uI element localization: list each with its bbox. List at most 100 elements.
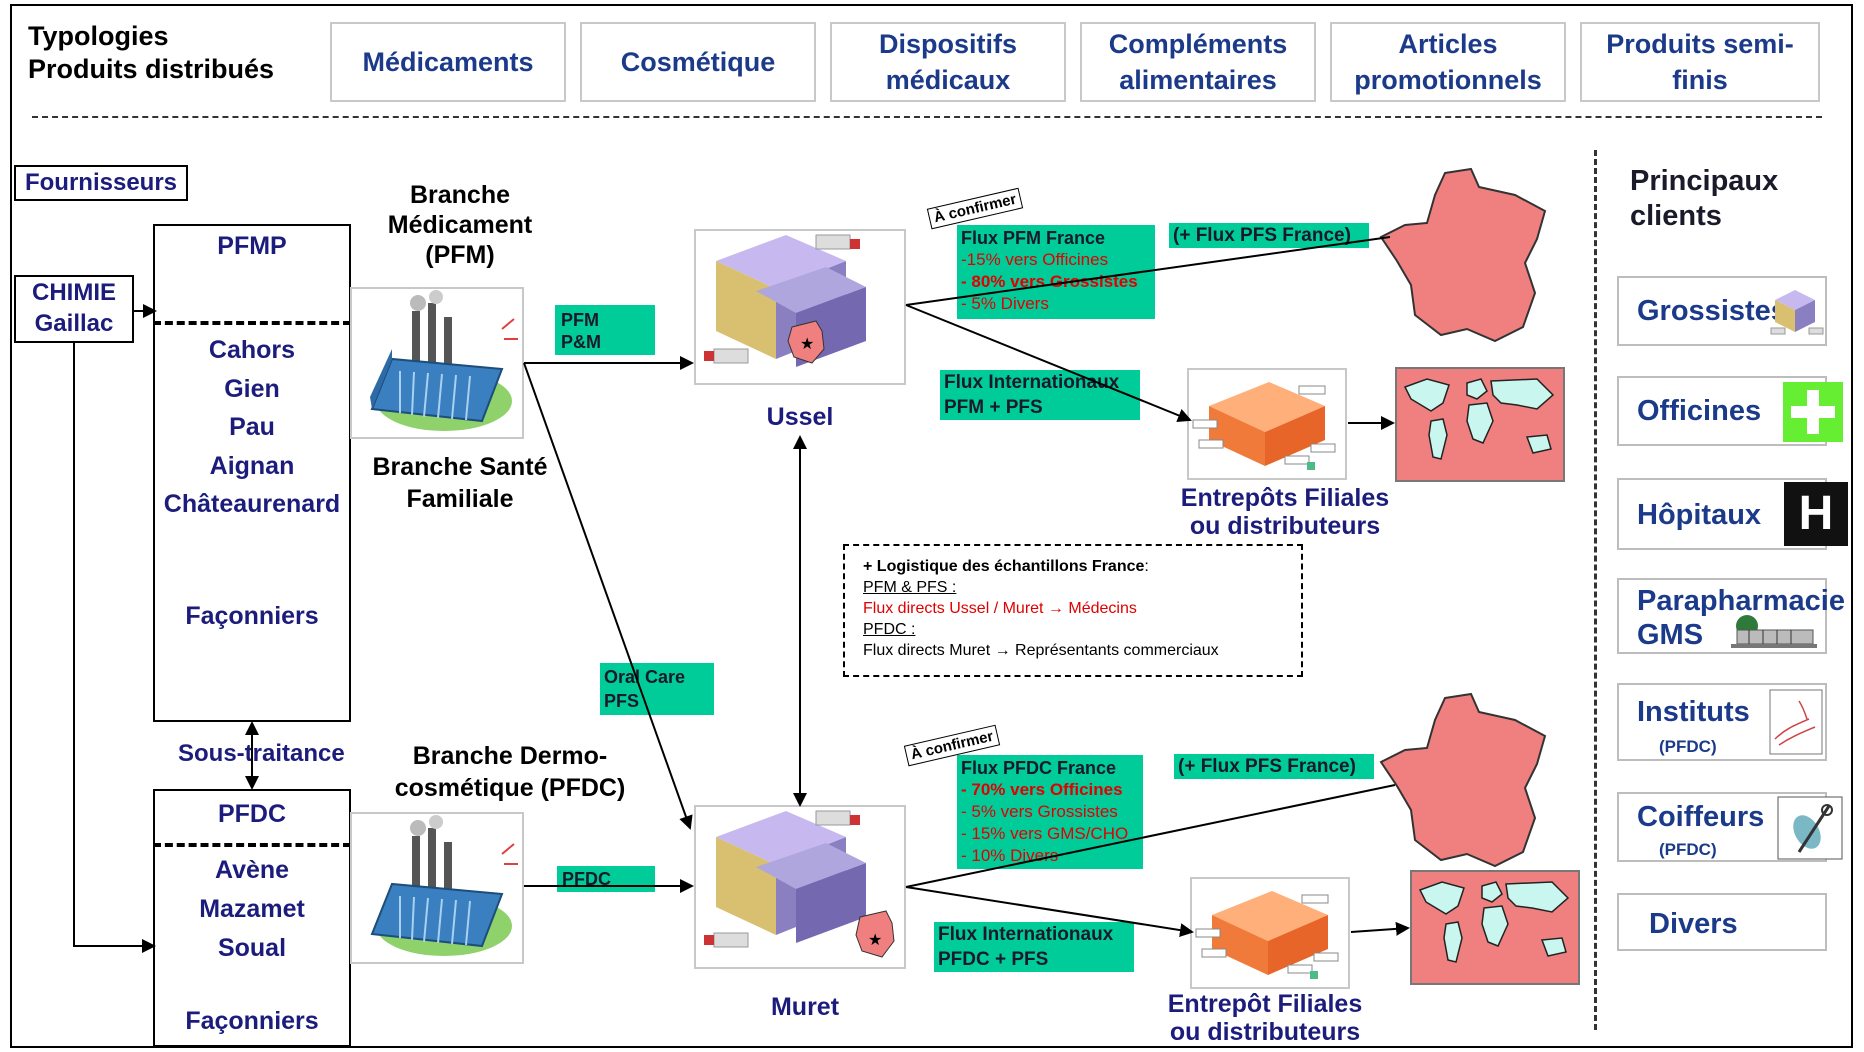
world-map-top-icon <box>1403 378 1555 460</box>
client-grossistes-label: Grossistes <box>1637 295 1787 327</box>
svg-text:★: ★ <box>800 336 814 353</box>
typologies-title-line2: Produits distribués <box>28 54 275 84</box>
ussel-france-line1: -15% vers Officines <box>961 250 1109 269</box>
arrow-muret-to-entrepot <box>905 886 1194 938</box>
ussel-flux-pfs-france: (+ Flux PFS France) <box>1169 223 1369 248</box>
tag-pfm-pm: PFM P&M <box>555 305 655 355</box>
muret-intl-line1: Flux Internationaux <box>938 924 1114 945</box>
hairdresser-tools-icon <box>1777 796 1843 860</box>
world-map-bottom-icon <box>1418 881 1570 963</box>
site-pau: Pau <box>229 413 275 441</box>
entrepot-filiales-label-bottom: Entrepôt Filiales ou distributeurs <box>1125 990 1405 1046</box>
muret-label: Muret <box>770 993 840 1021</box>
client-officines: Officines <box>1617 376 1843 446</box>
ussel-france-line2: - 80% vers Grossistes <box>961 272 1138 291</box>
client-divers: Divers <box>1617 893 1827 951</box>
client-hopitaux-label: Hôpitaux <box>1637 499 1762 531</box>
factory-pfm-icon <box>370 290 518 431</box>
chimie-gaillac-box: CHIMIE Gaillac <box>14 275 134 343</box>
entrepots-filiales-image-top <box>1187 368 1347 480</box>
category-articles-promotionnels: Articles promotionnels <box>1330 22 1566 102</box>
samples-pfm-pfs-text: Flux directs Ussel / Muret → Médecins <box>863 600 1137 617</box>
arrow-ussel-to-entrepots <box>905 304 1192 422</box>
branche-medicament-line1: Branche <box>409 181 511 209</box>
line-ussel-to-france <box>905 236 1391 306</box>
site-aignan: Aignan <box>209 451 295 480</box>
entrepot-bottom-line2: ou distributeurs <box>1169 1018 1361 1046</box>
branche-dermo-line2: cosmétique (PFDC) <box>394 774 626 802</box>
clients-divider <box>1594 150 1597 1030</box>
world-map-bottom <box>1410 870 1580 985</box>
muret-france-line3: - 15% vers GMS/CHO <box>961 824 1129 843</box>
site-soual: Soual <box>217 934 287 962</box>
clients-title-line2: clients <box>1630 200 1722 232</box>
factory-pfdc-icon <box>370 815 518 956</box>
tag-pfm-line1: PFM <box>561 310 599 330</box>
ussel-france-line3: - 5% Divers <box>961 294 1049 313</box>
chimie-label: CHIMIE <box>32 279 116 306</box>
entrepot-top-icon <box>1192 382 1336 470</box>
pfdc-separator <box>153 843 351 847</box>
line-muret-to-france <box>905 784 1396 888</box>
tag-oral-care: Oral Care PFS <box>600 663 714 715</box>
branche-dermo-line1: Branche Dermo- <box>412 742 608 770</box>
site-avene: Avène <box>214 856 290 884</box>
branche-medicament-label: Branche Médicament (PFM) <box>340 180 580 270</box>
hospital-h-icon: H <box>1784 482 1848 546</box>
manicure-hands-icon <box>1769 689 1823 755</box>
tag-oral-care-line1: Oral Care <box>604 667 686 687</box>
outer-frame <box>10 4 1853 1048</box>
samples-colon: : <box>1144 558 1149 575</box>
faconniers-label-top: Façonniers <box>185 602 319 630</box>
ussel-flux-internationaux: Flux Internationaux PFM + PFS <box>940 370 1140 420</box>
branche-medicament-line2: Médicament <box>387 211 533 239</box>
pfmp-separator <box>153 321 351 325</box>
header-divider <box>32 116 1822 118</box>
typologies-title-line1: Typologies <box>28 21 169 51</box>
client-instituts: Instituts (PFDC) <box>1617 683 1827 761</box>
ussel-france-title: Flux PFM France <box>961 228 1106 248</box>
category-cosmetique: Cosmétique <box>580 22 816 102</box>
samples-pfdc-text: Flux directs Muret → Représentants comme… <box>863 642 1219 659</box>
ussel-warehouse-icon: ★ <box>704 234 866 367</box>
category-produits-semi-finis: Produits semi-finis <box>1580 22 1820 102</box>
world-map-top <box>1395 367 1565 482</box>
faconniers-label-bottom: Façonniers <box>185 1007 319 1035</box>
tag-oral-care-line2: PFS <box>604 691 640 711</box>
entrepots-filiales-label-top: Entrepôts Filiales ou distributeurs <box>1165 484 1405 540</box>
typologies-title: Typologies Produits distribués <box>28 20 274 86</box>
factory-pfdc-image <box>350 812 524 964</box>
clients-title-line1: Principaux <box>1630 165 1779 197</box>
site-gien: Gien <box>224 374 280 403</box>
muret-flux-pfs-france: (+ Flux PFS France) <box>1174 754 1374 779</box>
entrepot-filiales-image-bottom <box>1190 877 1350 989</box>
branche-dermo-label: Branche Dermo- cosmétique (PFDC) <box>380 740 640 804</box>
client-coiffeurs-label: Coiffeurs <box>1637 801 1765 833</box>
arrow-chimie-to-pfdc <box>73 343 156 953</box>
pharmacy-cross-icon <box>1783 382 1843 442</box>
pfdc-sites: Avène Mazamet Soual <box>153 851 351 968</box>
client-coiffeurs: Coiffeurs (PFDC) <box>1617 792 1843 862</box>
client-grossistes: Grossistes <box>1617 276 1827 346</box>
principaux-clients-title: Principaux clients <box>1630 164 1778 234</box>
ussel-warehouse-image: ★ <box>694 229 906 385</box>
factory-pfm-image <box>350 287 524 439</box>
branche-sante-line1: Branche Santé <box>372 453 548 481</box>
samples-pfm-pfs: PFM & PFS : <box>863 579 957 596</box>
pfmp-sites: Cahors Gien Pau Aignan Châteaurenard <box>153 331 351 524</box>
category-medicaments: Médicaments <box>330 22 566 102</box>
muret-france-title: Flux PFDC France <box>961 758 1117 778</box>
muret-france-line2: - 5% vers Grossistes <box>961 802 1118 821</box>
svg-text:★: ★ <box>868 932 882 949</box>
ussel-intl-line1: Flux Internationaux <box>944 372 1120 393</box>
samples-title: + Logistique des échantillons France <box>863 558 1145 575</box>
client-instituts-sub: (PFDC) <box>1659 737 1717 756</box>
pfmp-label: PFMP <box>217 232 287 260</box>
entrepots-top-line2: ou distributeurs <box>1189 512 1381 540</box>
client-officines-label: Officines <box>1637 395 1762 427</box>
branche-medicament-line3: (PFM) <box>425 241 495 269</box>
client-divers-label: Divers <box>1649 908 1738 940</box>
branche-sante-line2: Familiale <box>406 485 514 513</box>
